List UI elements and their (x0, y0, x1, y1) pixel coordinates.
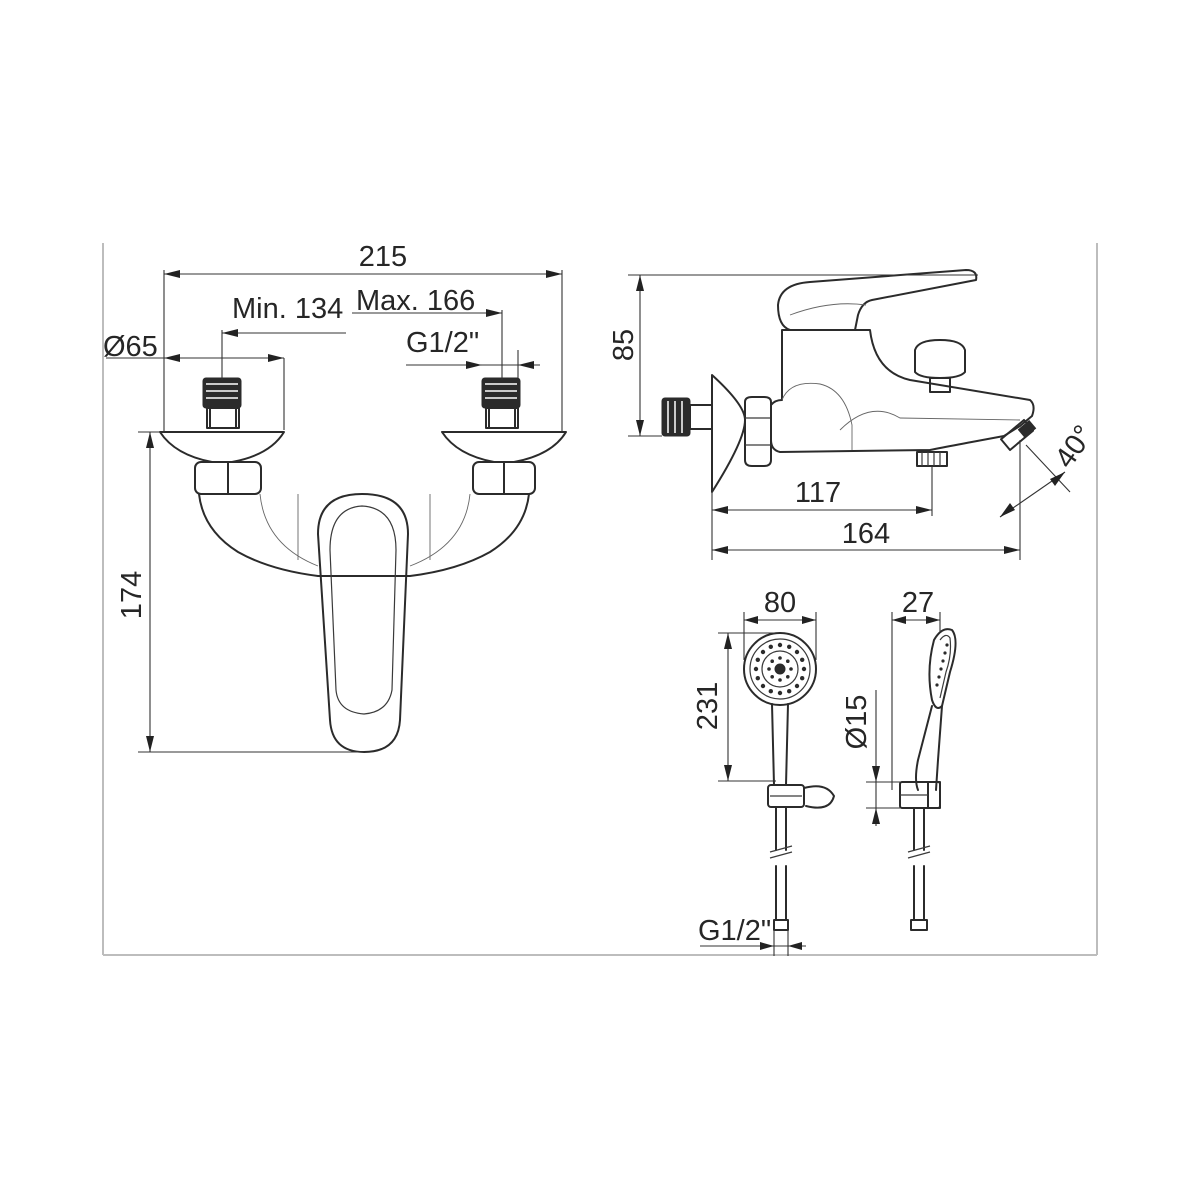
spray-nozzle (777, 690, 783, 696)
spray-nozzle (770, 659, 774, 663)
dimension-inlet-thread: G1/2" (406, 327, 479, 359)
diverter-knob (914, 339, 966, 393)
dimension-min-centers: Min. 134 (232, 293, 343, 325)
spray-nozzle (939, 667, 943, 671)
dimension-hose-thread: G1/2" (698, 915, 771, 947)
drawing-frame (102, 243, 1098, 956)
spray-nozzle (786, 675, 790, 679)
front-view-dimensions: 215 Min. 134 Max. 166 Ø65 G1/2" 174 (103, 241, 563, 753)
spray-nozzle (794, 683, 800, 689)
spray-nozzle (945, 643, 949, 647)
dimension-flange-diameter: Ø65 (103, 331, 158, 363)
side-spray-nozzles (935, 643, 949, 687)
spray-nozzle (801, 666, 807, 672)
spray-nozzle (753, 666, 759, 672)
dimension-height-top: 85 (608, 329, 640, 361)
hand-shower-front (743, 632, 835, 931)
dimension-height: 174 (116, 571, 148, 619)
spray-nozzle (768, 689, 773, 694)
spray-nozzle (787, 689, 792, 694)
right-escutcheon (441, 431, 567, 463)
spray-nozzle (800, 676, 805, 681)
dimension-max-centers: Max. 166 (356, 285, 475, 317)
side-body (770, 329, 1035, 453)
spray-nozzle (778, 656, 782, 660)
dimension-spout-projection: 164 (842, 518, 890, 550)
left-inlet-connector (202, 377, 242, 429)
spray-nozzle (935, 683, 939, 687)
spray-nozzle (755, 676, 760, 681)
spray-nozzle (800, 657, 805, 662)
dimension-head-depth: 27 (902, 587, 934, 619)
spray-nozzle (767, 667, 771, 671)
spray-nozzle (760, 683, 766, 689)
spray-nozzle (755, 657, 760, 662)
spray-nozzle (770, 675, 774, 679)
hose-outlet-thread (916, 451, 948, 467)
spray-nozzle (778, 678, 782, 682)
dimension-handle-diameter: Ø15 (841, 695, 873, 750)
dimension-shower-length: 231 (692, 682, 724, 730)
dimension-head-diameter: 80 (764, 587, 796, 619)
spray-nozzle (941, 659, 945, 663)
dimension-spout-angle: 40° (1049, 420, 1100, 474)
right-inlet-connector (481, 377, 521, 429)
mixer-body (198, 493, 530, 577)
hand-shower-side-dimensions: 27 Ø15 (841, 587, 941, 826)
spray-nozzle (787, 644, 792, 649)
front-view-mixer (159, 377, 567, 753)
hand-shower-side (899, 628, 957, 931)
spray-nozzles (753, 642, 807, 696)
dimension-outlet-distance: 117 (795, 477, 841, 509)
spray-nozzle (937, 675, 941, 679)
spray-nozzle (794, 649, 800, 655)
left-escutcheon (159, 431, 285, 463)
spray-nozzle (789, 667, 793, 671)
spout-outlet (1000, 418, 1037, 452)
shower-holder (767, 784, 835, 809)
side-inlet-connector (661, 397, 713, 437)
spray-nozzle (777, 642, 783, 648)
lever-handle (317, 493, 409, 753)
side-view-mixer (661, 269, 1037, 493)
dimension-width-overall: 215 (359, 241, 407, 273)
spray-nozzle (786, 659, 790, 663)
spray-nozzle (760, 649, 766, 655)
left-hex-nut (194, 461, 262, 495)
side-hex-nut (744, 396, 772, 467)
side-shower-holder (899, 781, 941, 809)
side-lever (777, 269, 978, 331)
spray-nozzle (943, 651, 947, 655)
right-hex-nut (472, 461, 536, 495)
side-escutcheon (711, 374, 746, 493)
hand-shower-front-dimensions: 80 231 G1/2" (692, 587, 817, 956)
spray-nozzle (768, 644, 773, 649)
